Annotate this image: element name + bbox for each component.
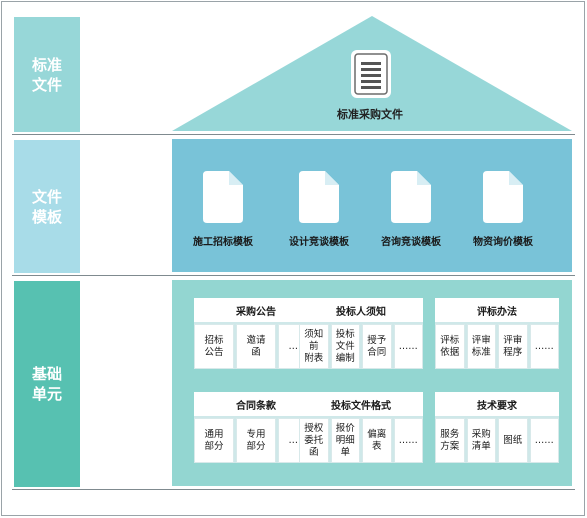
- card-item: 采购 清单: [466, 418, 496, 463]
- template-item: 咨询竞谈模板: [368, 169, 454, 248]
- divider-top: [12, 134, 575, 135]
- document-icon: [391, 171, 431, 223]
- card-item: 招标 公告: [194, 324, 234, 369]
- card-items: 评标 依据 评审 标准 评审 程序 ……: [435, 324, 559, 369]
- divider-middle: [12, 275, 575, 276]
- card-bid-format: 投标文件格式 授权 委托 函 报价 明细 单 偏离 表 ……: [299, 392, 423, 463]
- card-item: ……: [393, 324, 423, 369]
- card-items: 须知 前 附表 投标 文件 编制 授予 合同 ……: [299, 324, 423, 369]
- card-item: 须知 前 附表: [299, 324, 329, 369]
- basic-unit-band: 采购公告 招标 公告 邀请 函 …… 投标人须知 须知 前 附表 投标 文件 编…: [172, 280, 572, 486]
- template-label: 设计竞谈模板: [289, 237, 349, 248]
- template-item: 设计竞谈模板: [276, 169, 362, 248]
- template-label: 施工招标模板: [193, 237, 253, 248]
- card-title: 技术要求: [477, 400, 517, 412]
- roof-title: 标准采购文件: [337, 108, 403, 121]
- card-item: 服务 方案: [435, 418, 465, 463]
- template-item: 物资询价模板: [460, 169, 546, 248]
- card-procurement-notice: 采购公告 招标 公告 邀请 函 ……: [194, 298, 318, 369]
- document-icon: [483, 171, 523, 223]
- document-list-icon: [351, 50, 391, 98]
- card-item: ……: [529, 418, 559, 463]
- card-item: ……: [529, 324, 559, 369]
- card-items: 授权 委托 函 报价 明细 单 偏离 表 ……: [299, 418, 423, 463]
- card-bidder-instructions: 投标人须知 须知 前 附表 投标 文件 编制 授予 合同 ……: [299, 298, 423, 369]
- card-item: 通用 部分: [194, 418, 234, 463]
- label-standard-file: 标准 文件: [14, 17, 80, 132]
- template-label: 咨询竞谈模板: [381, 237, 441, 248]
- card-title: 采购公告: [236, 306, 276, 318]
- card-item: 授权 委托 函: [299, 418, 329, 463]
- document-icon: [299, 171, 339, 223]
- label-basic-unit: 基础 单元: [14, 281, 80, 487]
- card-item: 图纸: [498, 418, 528, 463]
- card-item: 报价 明细 单: [330, 418, 360, 463]
- card-item: 投标 文件 编制: [330, 324, 360, 369]
- card-item: 评标 依据: [435, 324, 465, 369]
- card-title: 评标办法: [477, 306, 517, 318]
- card-technical-requirements: 技术要求 服务 方案 采购 清单 图纸 ……: [435, 392, 559, 463]
- card-item: 邀请 函: [236, 324, 276, 369]
- card-item: 评审 标准: [466, 324, 496, 369]
- divider-bottom: [12, 489, 575, 490]
- template-label: 物资询价模板: [473, 237, 533, 248]
- card-title: 合同条款: [236, 400, 276, 412]
- card-evaluation-method: 评标办法 评标 依据 评审 标准 评审 程序 ……: [435, 298, 559, 369]
- template-band: 施工招标模板 设计竞谈模板 咨询竞谈模板 物资询价模板: [172, 139, 572, 272]
- template-item: 施工招标模板: [180, 169, 266, 248]
- card-item: ……: [393, 418, 423, 463]
- card-item: 偏离 表: [362, 418, 392, 463]
- card-item: 专用 部分: [236, 418, 276, 463]
- card-item: 授予 合同: [362, 324, 392, 369]
- document-icon: [203, 171, 243, 223]
- label-file-template: 文件 模板: [14, 140, 80, 273]
- card-title: 投标文件格式: [331, 400, 391, 412]
- card-item: 评审 程序: [498, 324, 528, 369]
- card-title: 投标人须知: [336, 306, 386, 318]
- card-items: 服务 方案 采购 清单 图纸 ……: [435, 418, 559, 463]
